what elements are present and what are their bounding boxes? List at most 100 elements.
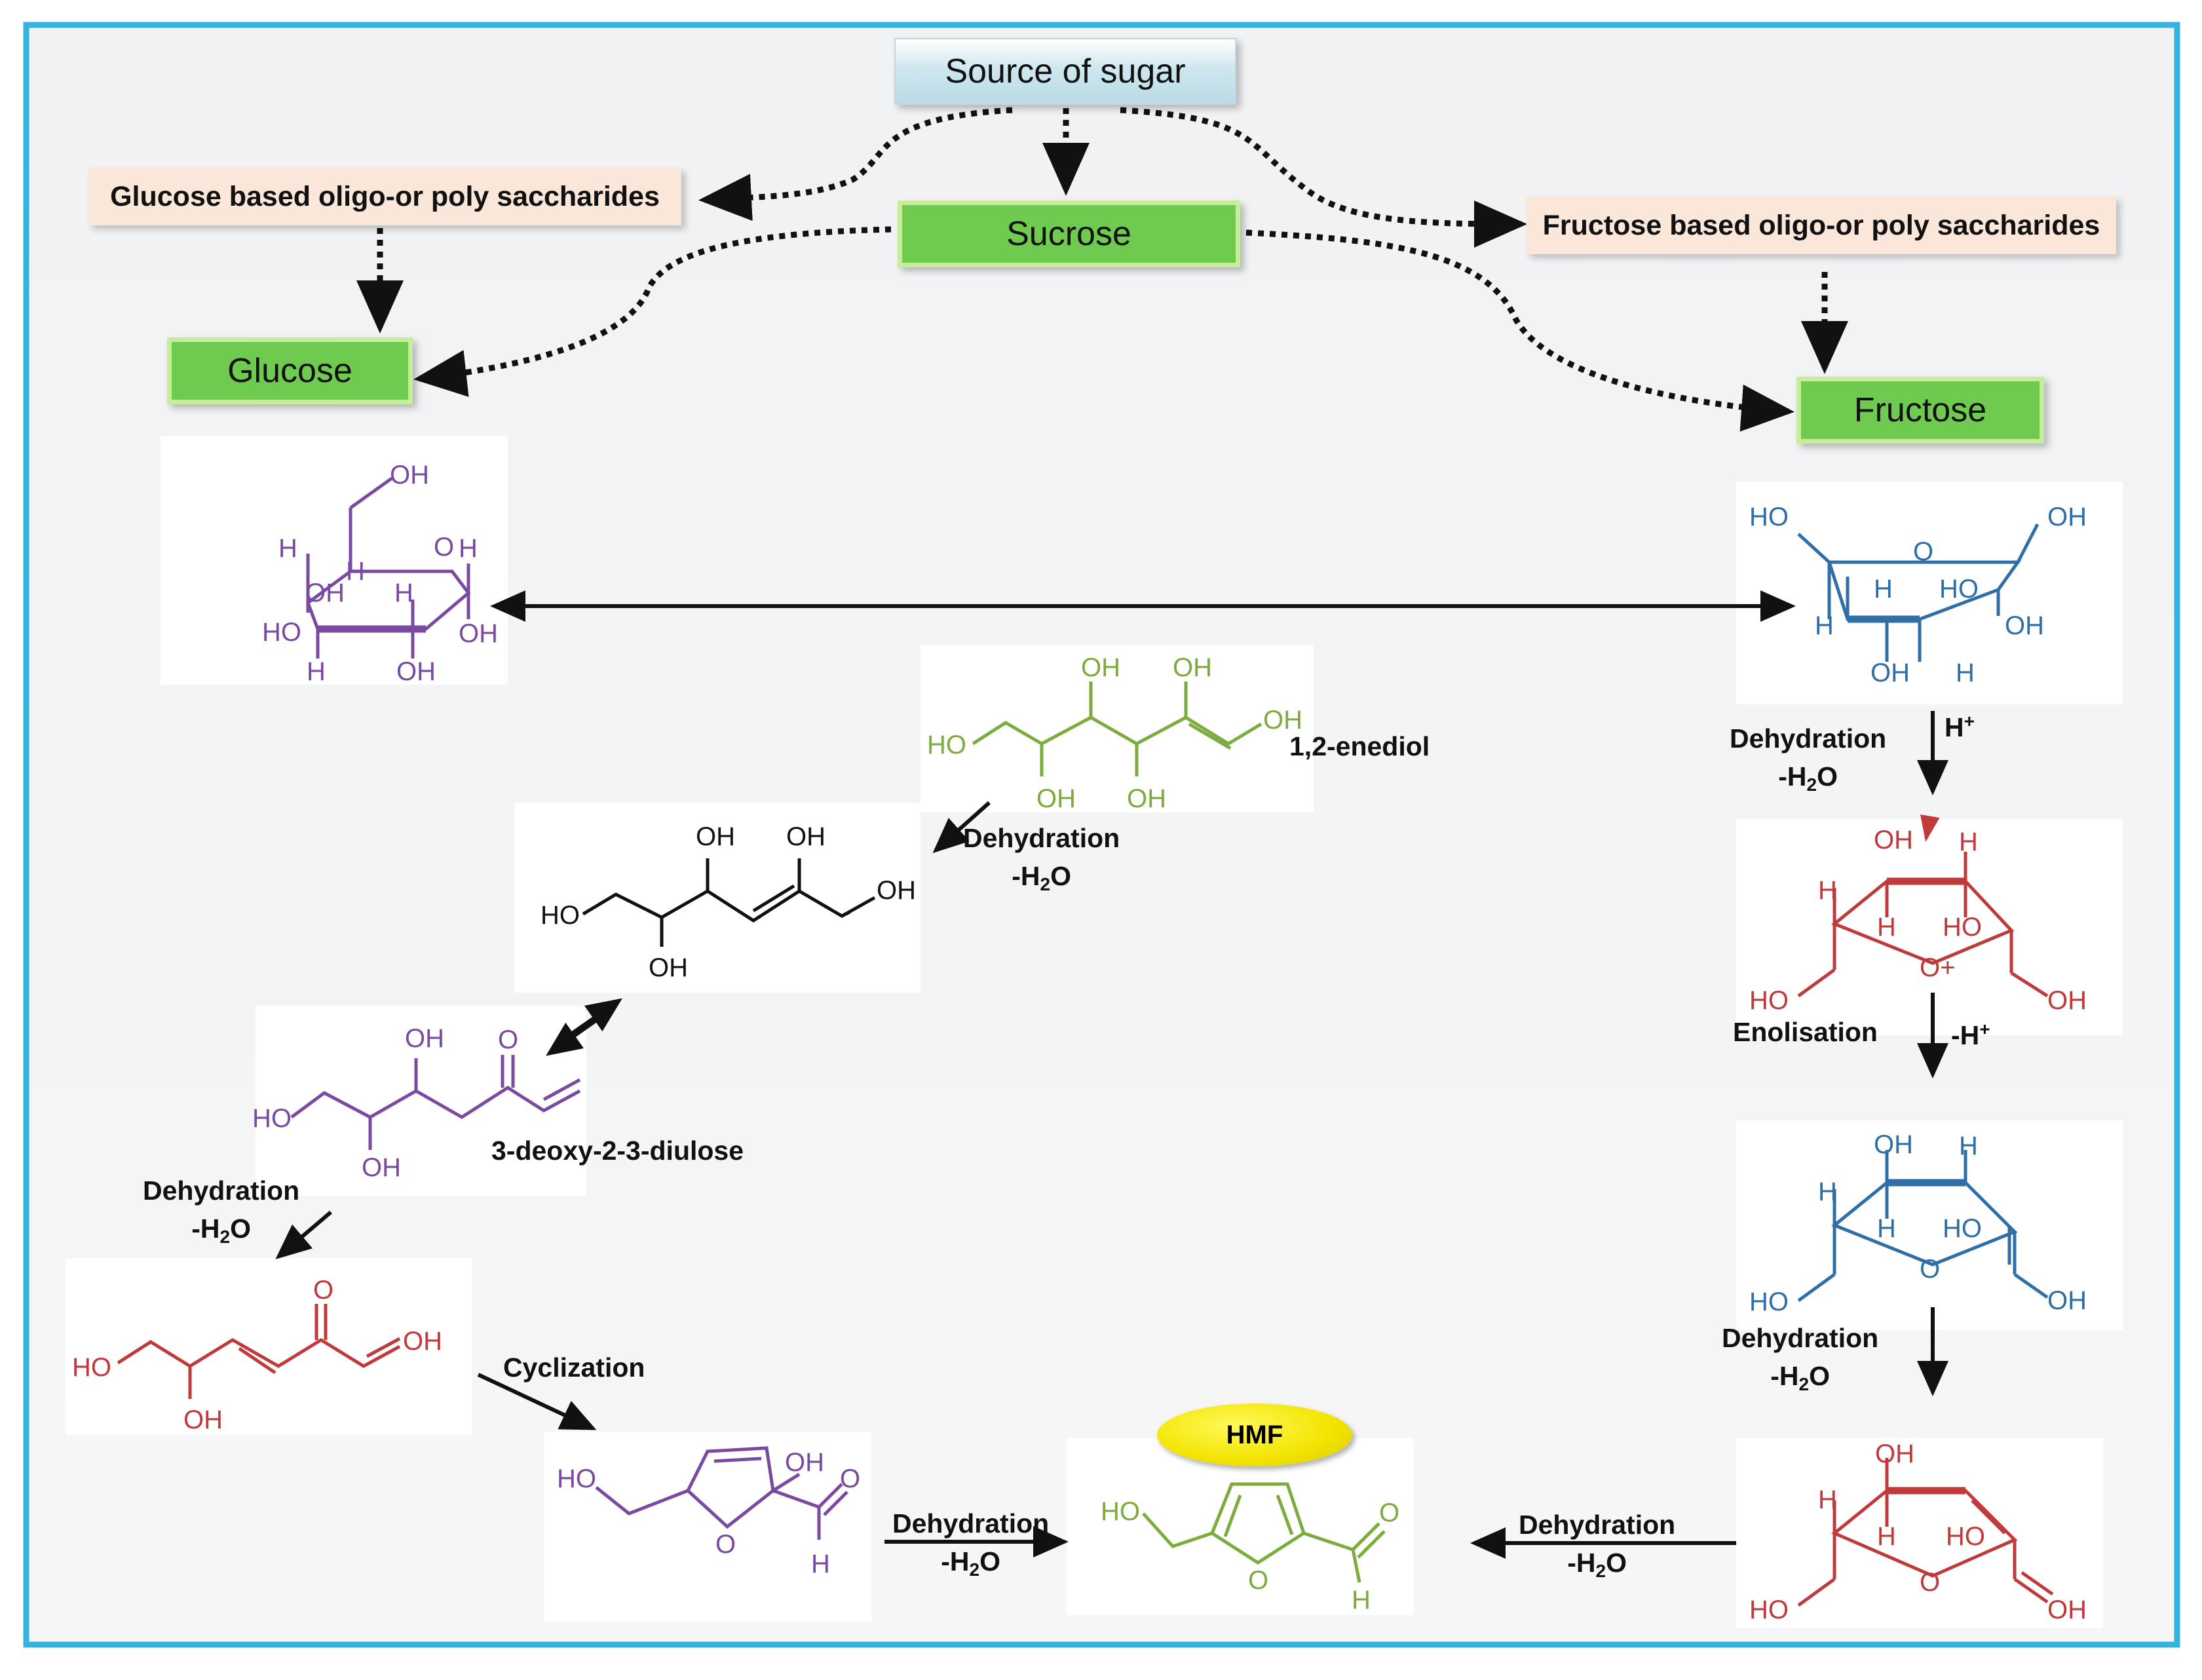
svg-text:OH: OH <box>305 579 345 607</box>
hmf-badge: HMF <box>1157 1403 1352 1466</box>
diulose-atoms: HO OH O OH <box>252 1024 518 1182</box>
svg-text:OH: OH <box>1263 706 1302 735</box>
svg-text:O: O <box>313 1276 333 1305</box>
svg-text:H: H <box>1815 611 1834 640</box>
red-chain-atoms: HO O OH OH <box>72 1276 442 1434</box>
svg-text:H: H <box>278 534 297 563</box>
svg-text:HO: HO <box>252 1104 292 1133</box>
svg-text:O: O <box>1913 537 1933 566</box>
hmf-atoms: HO O O H <box>1101 1497 1399 1614</box>
svg-text:OH: OH <box>877 876 916 905</box>
molecule-backdrops <box>66 436 2123 1628</box>
arrow-equilibrium-down <box>546 1014 604 1056</box>
svg-text:OH: OH <box>1875 1440 1914 1468</box>
svg-text:HO: HO <box>1749 1288 1789 1316</box>
svg-text:OH: OH <box>1173 653 1212 682</box>
svg-text:OH: OH <box>1081 653 1120 682</box>
svg-text:OH: OH <box>2047 1286 2087 1315</box>
svg-text:O: O <box>498 1025 518 1054</box>
svg-text:OH: OH <box>1036 784 1076 813</box>
svg-text:HO: HO <box>1101 1497 1140 1526</box>
svg-text:H: H <box>307 657 326 686</box>
svg-text:HO: HO <box>1939 575 1979 603</box>
fructose-oligo-box: Fructose based oligo-or poly saccharides <box>1527 197 2116 254</box>
arrow-source-to-fructose-oligo <box>1120 107 1527 248</box>
svg-text:OH: OH <box>390 461 429 489</box>
svg-text:H: H <box>346 557 365 586</box>
svg-text:OH: OH <box>1874 826 1913 854</box>
diulose-structure <box>290 1055 581 1150</box>
source-of-sugar-label: Source of sugar <box>945 52 1186 90</box>
h-plus-label: H+ <box>1945 711 1975 742</box>
svg-text:H: H <box>1959 1132 1978 1160</box>
svg-text:H: H <box>1874 575 1893 603</box>
hmf-structure <box>1142 1482 1386 1583</box>
glucose-oligo-box: Glucose based oligo-or poly saccharides <box>88 168 681 225</box>
svg-text:O: O <box>1920 1255 1940 1284</box>
svg-text:OH: OH <box>785 1448 824 1477</box>
svg-text:O: O <box>715 1530 736 1559</box>
dehydration-label-enol: Dehydration-H2O <box>1722 1323 1879 1394</box>
oxonium-structure <box>1797 814 2049 998</box>
fructose-atoms: HO O OH H HO H OH OH H <box>1749 503 2087 687</box>
svg-text:OH: OH <box>1127 784 1166 813</box>
svg-text:HO: HO <box>1749 986 1789 1015</box>
fructose-box: Fructose <box>1796 377 2044 444</box>
svg-text:HO: HO <box>1749 1595 1789 1624</box>
svg-text:OH: OH <box>459 619 498 648</box>
svg-text:O: O <box>1248 1566 1268 1595</box>
svg-text:HO: HO <box>927 731 966 759</box>
svg-text:H: H <box>459 534 478 563</box>
svg-text:O: O <box>434 533 454 562</box>
svg-text:HO: HO <box>1943 1214 1982 1243</box>
sucrose-label: Sucrose <box>1006 215 1131 253</box>
enediol-label: 1,2-enediol <box>1289 731 1430 761</box>
svg-text:OH: OH <box>396 657 436 686</box>
svg-text:HO: HO <box>557 1464 596 1493</box>
svg-text:OH: OH <box>2005 611 2044 640</box>
glucose-box: Glucose <box>167 337 413 404</box>
svg-text:H: H <box>1877 913 1896 942</box>
svg-text:HO: HO <box>1749 503 1789 531</box>
arrow-source-to-glucose-oligo <box>698 107 1013 221</box>
arrow-sucrose-to-glucose <box>413 226 892 397</box>
cyclic-structure <box>595 1446 848 1540</box>
red-chain-structure <box>117 1304 401 1399</box>
final-ring-structure <box>1797 1458 2054 1607</box>
fructose-structure <box>1797 523 2040 662</box>
sucrose-box: Sucrose <box>898 200 1240 267</box>
svg-text:H: H <box>1959 828 1978 856</box>
svg-text:HO: HO <box>541 901 580 930</box>
svg-text:HO: HO <box>262 618 301 647</box>
svg-text:O: O <box>1379 1499 1399 1527</box>
intermediate-structure <box>582 858 876 947</box>
dehydration-label-cyclic: Dehydration-H2O <box>892 1508 1050 1580</box>
fructose-label: Fructose <box>1853 391 1987 429</box>
svg-text:H: H <box>1352 1586 1371 1614</box>
svg-text:OH: OH <box>786 822 826 851</box>
svg-text:H: H <box>1877 1214 1896 1243</box>
cyclization-label: Cyclization <box>503 1352 645 1383</box>
dehydration-label-final: Dehydration-H2O <box>1519 1510 1676 1581</box>
svg-text:H: H <box>1877 1522 1896 1551</box>
enol-structure <box>1797 1150 2049 1303</box>
fructose-oligo-label: Fructose based oligo-or poly saccharides <box>1542 209 2100 241</box>
hmf-label: HMF <box>1226 1420 1283 1449</box>
svg-text:OH: OH <box>183 1405 223 1434</box>
svg-text:O: O <box>1920 1568 1940 1597</box>
svg-text:OH: OH <box>405 1024 444 1053</box>
svg-text:H: H <box>1818 1485 1837 1514</box>
arrow-enediol-dehydration <box>932 801 991 853</box>
minus-h-plus-label: -H+ <box>1951 1019 1990 1050</box>
svg-text:OH: OH <box>2047 1595 2087 1624</box>
enol-atoms: OH H H H HO O HO OH <box>1749 1130 2087 1316</box>
glucose-structure <box>305 476 471 659</box>
arrow-diulose-dehydration <box>275 1210 332 1259</box>
dotted-connectors <box>356 107 1848 432</box>
svg-text:OH: OH <box>1870 659 1910 687</box>
svg-text:HO: HO <box>1946 1522 1985 1551</box>
oxonium-atoms: OH H H H HO O+ HO OH <box>1749 826 2087 1015</box>
svg-text:OH: OH <box>649 953 688 982</box>
